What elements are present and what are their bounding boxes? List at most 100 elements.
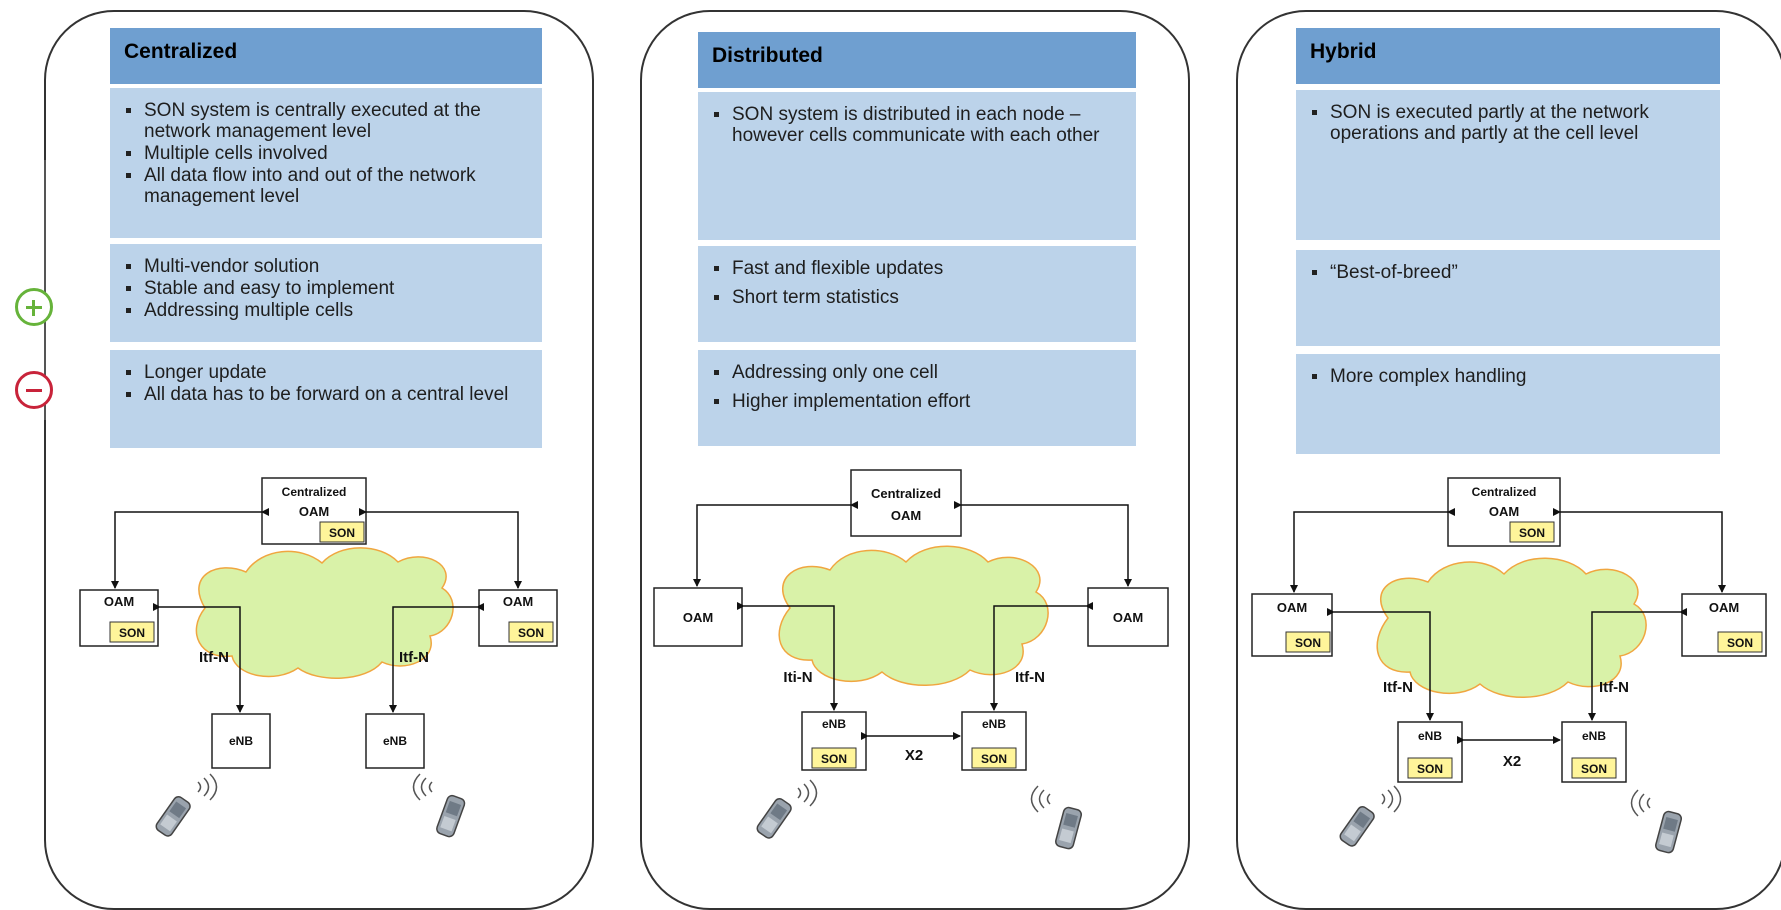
phone-icon — [153, 794, 193, 839]
x2-label: X2 — [1503, 753, 1521, 770]
son-label: SON — [518, 626, 544, 640]
enb-label: eNB — [383, 734, 407, 748]
enb-node-right — [365, 713, 425, 769]
centralized-diagram: Centralized OAM SON OAM SON OAM SON eNB … — [79, 477, 558, 839]
hybrid-diagram: Centralized OAM SON OAM SON OAM SON eNB … — [1251, 477, 1767, 855]
list-item: Addressing only one cell — [712, 362, 1126, 383]
hybrid-title: Hybrid — [1296, 28, 1720, 84]
interface-label-left: Iti-N — [783, 669, 812, 686]
oam-label: OAM — [1277, 600, 1307, 615]
phone-icon — [1337, 804, 1377, 849]
oam-label: OAM — [104, 594, 134, 609]
list-item: Stable and easy to implement — [124, 278, 532, 299]
son-label: SON — [1727, 636, 1753, 650]
hybrid-description: SON is executed partly at the network op… — [1296, 90, 1720, 240]
enb-label: eNB — [1418, 729, 1442, 743]
top-node-line1: Centralized — [1472, 485, 1537, 499]
network-diagrams: Centralized OAM SON OAM SON OAM SON eNB … — [79, 469, 1767, 855]
signal-icon — [197, 773, 218, 801]
hybrid-cons: More complex handling — [1296, 354, 1720, 454]
connector-line — [693, 501, 858, 587]
interface-label: Itf-N — [1599, 679, 1629, 696]
list-item: SON system is centrally executed at the … — [124, 100, 532, 142]
list-item: All data flow into and out of the networ… — [124, 165, 532, 207]
distributed-description: SON system is distributed in each node –… — [698, 92, 1136, 240]
oam-label: OAM — [1113, 610, 1143, 625]
son-badge — [508, 621, 554, 643]
list-item: “Best-of-breed” — [1310, 262, 1710, 283]
son-label: SON — [1417, 762, 1443, 776]
oam-label: OAM — [683, 610, 713, 625]
son-label: SON — [981, 752, 1007, 766]
son-badge — [811, 747, 857, 769]
oam-label: OAM — [503, 594, 533, 609]
connector-line — [1327, 608, 1434, 721]
oam-label: OAM — [1709, 600, 1739, 615]
connector-line — [1553, 508, 1726, 593]
connector-line — [954, 501, 1132, 587]
connector-line — [389, 603, 484, 713]
son-badge — [971, 747, 1017, 769]
distributed-cons: Addressing only one cell Higher implemen… — [698, 350, 1136, 446]
connector-line — [1588, 608, 1687, 721]
son-label: SON — [821, 752, 847, 766]
enb-label: eNB — [1582, 729, 1606, 743]
list-item: More complex handling — [1310, 366, 1710, 387]
oam-node-left — [653, 587, 743, 647]
signal-icon — [1381, 785, 1402, 813]
centralized-description: SON system is centrally executed at the … — [110, 88, 542, 238]
enb-label: eNB — [229, 734, 253, 748]
hybrid-pros: “Best-of-breed” — [1296, 250, 1720, 346]
top-node-line2: OAM — [891, 508, 921, 523]
plus-icon — [15, 288, 53, 326]
son-label: SON — [1581, 762, 1607, 776]
list-item: SON system is distributed in each node –… — [712, 104, 1126, 146]
top-node-line2: OAM — [1489, 504, 1519, 519]
marker-line — [44, 160, 46, 420]
cloud-shape — [778, 545, 1049, 686]
list-item: Higher implementation effort — [712, 391, 1126, 412]
connector-line — [359, 508, 522, 589]
signal-icon — [797, 779, 818, 807]
top-node-line2: OAM — [299, 504, 329, 519]
son-badge — [1717, 631, 1763, 653]
top-node-line1: Centralized — [871, 486, 941, 501]
distributed-title: Distributed — [698, 32, 1136, 88]
connector-line — [1290, 508, 1455, 593]
cloud-shape — [1376, 557, 1647, 698]
list-item: Multi-vendor solution — [124, 256, 532, 277]
phone-icon — [754, 796, 794, 841]
connector-line — [990, 602, 1093, 711]
x2-label: X2 — [905, 747, 923, 764]
phone-icon — [1053, 805, 1084, 851]
enb-node-left — [211, 713, 271, 769]
interface-label: Itf-N — [199, 649, 229, 666]
top-node-line1: Centralized — [282, 485, 347, 499]
centralized-cons: Longer update All data has to be forward… — [110, 350, 542, 448]
connector-line — [153, 603, 244, 713]
interface-label: Itf-N — [399, 649, 429, 666]
interface-label-right: Itf-N — [1015, 669, 1045, 686]
list-item: Short term statistics — [712, 287, 1126, 308]
son-label: SON — [1295, 636, 1321, 650]
son-badge — [1571, 757, 1617, 779]
signal-icon — [412, 773, 433, 801]
son-label: SON — [1519, 526, 1545, 540]
enb-label: eNB — [982, 717, 1006, 731]
signal-icon — [1030, 785, 1051, 813]
signal-icon — [1630, 789, 1651, 817]
list-item: Longer update — [124, 362, 532, 383]
list-item: All data has to be forward on a central … — [124, 384, 532, 405]
minus-icon — [15, 371, 53, 409]
centralized-title: Centralized — [110, 28, 542, 84]
list-item: Multiple cells involved — [124, 143, 532, 164]
interface-label: Itf-N — [1383, 679, 1413, 696]
distributed-diagram: Centralized OAM OAM OAM eNB SON eNB SON … — [653, 469, 1169, 851]
connector-line — [737, 602, 838, 711]
enb-label: eNB — [822, 717, 846, 731]
son-badge — [1407, 757, 1453, 779]
phone-icon — [1653, 809, 1684, 855]
top-oam-node — [850, 469, 962, 537]
connector-line — [111, 508, 269, 589]
list-item: Addressing multiple cells — [124, 300, 532, 321]
